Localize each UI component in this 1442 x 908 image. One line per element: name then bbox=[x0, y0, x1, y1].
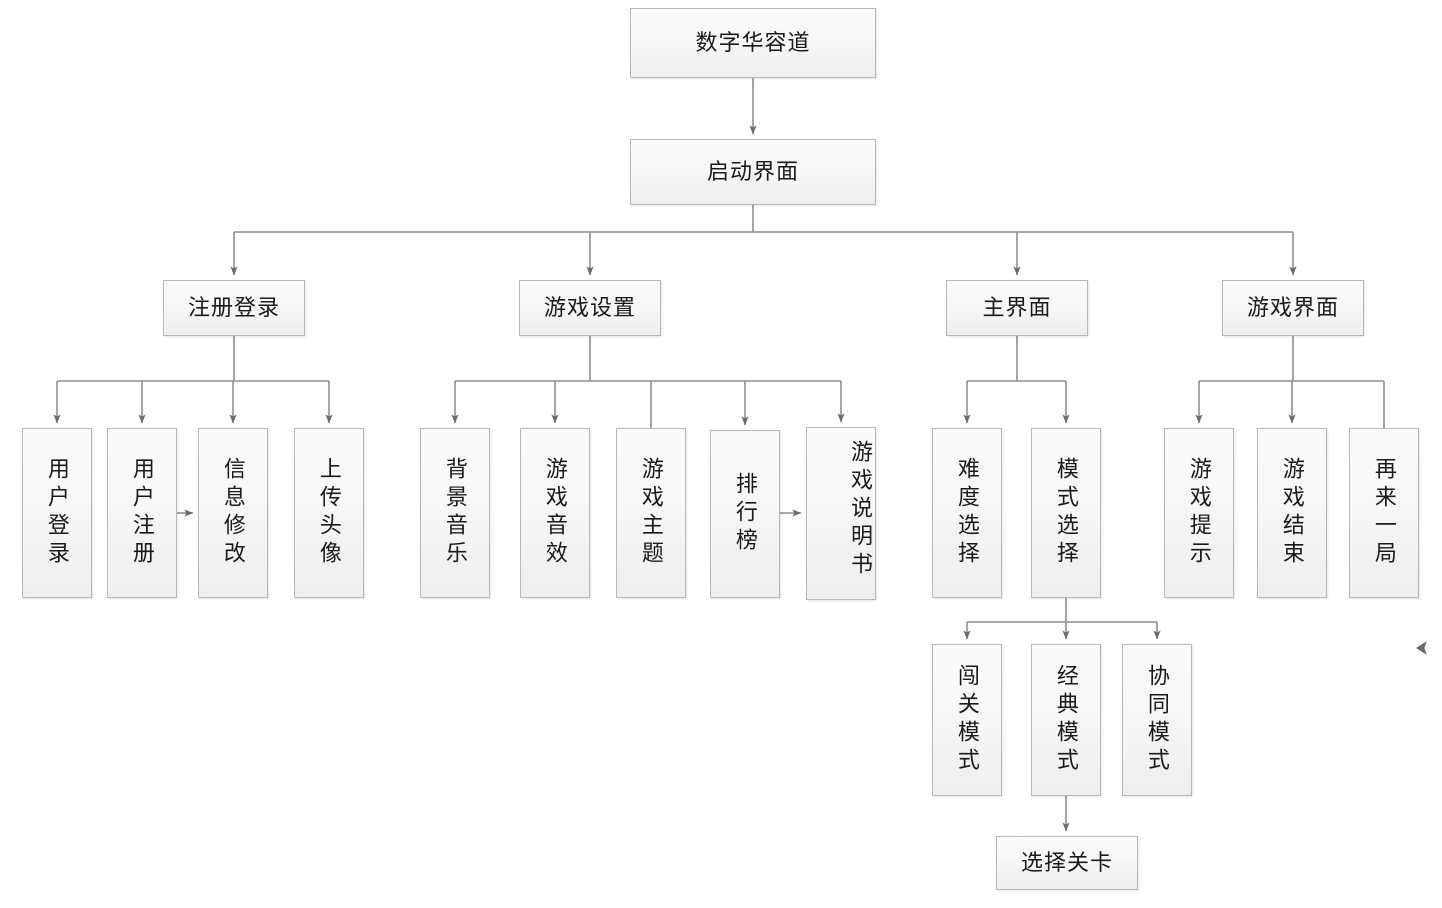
node-startup[interactable]: 启动界面 bbox=[630, 139, 876, 205]
node-game-hint-label: 游戏提示 bbox=[1186, 457, 1212, 569]
node-coop-mode-label: 协同模式 bbox=[1144, 664, 1170, 776]
node-difficulty-select-label: 难度选择 bbox=[954, 457, 980, 569]
node-game-theme[interactable]: 游戏主题 bbox=[616, 428, 686, 598]
node-edit-info-label: 信息修改 bbox=[220, 457, 246, 569]
node-coop-mode[interactable]: 协同模式 bbox=[1122, 644, 1192, 796]
node-user-login[interactable]: 用户登录 bbox=[22, 428, 92, 598]
node-main-interface[interactable]: 主界面 bbox=[946, 280, 1088, 336]
stray-left-arrow-marker bbox=[1416, 641, 1427, 655]
node-leaderboard-label: 排行榜 bbox=[732, 472, 758, 556]
node-leaderboard[interactable]: 排行榜 bbox=[710, 430, 780, 598]
node-background-music-label: 背景音乐 bbox=[442, 457, 468, 569]
node-auth[interactable]: 注册登录 bbox=[163, 280, 305, 336]
node-game-manual-label: 游戏说明书 bbox=[848, 439, 873, 580]
node-root-label: 数字华容道 bbox=[695, 30, 811, 56]
node-mode-select-label: 模式选择 bbox=[1053, 457, 1079, 569]
node-classic-mode[interactable]: 经典模式 bbox=[1031, 644, 1101, 796]
node-play-again[interactable]: 再来一局 bbox=[1349, 428, 1419, 598]
node-level-mode[interactable]: 闯关模式 bbox=[932, 644, 1002, 796]
node-difficulty-select[interactable]: 难度选择 bbox=[932, 428, 1002, 598]
node-select-stage-label: 选择关卡 bbox=[1020, 850, 1113, 876]
node-user-login-label: 用户登录 bbox=[44, 457, 70, 569]
node-settings[interactable]: 游戏设置 bbox=[519, 280, 661, 336]
node-startup-label: 启动界面 bbox=[706, 159, 799, 185]
node-game-interface[interactable]: 游戏界面 bbox=[1222, 280, 1364, 336]
node-main-interface-label: 主界面 bbox=[982, 295, 1052, 321]
node-root[interactable]: 数字华容道 bbox=[630, 8, 876, 78]
node-game-sfx-label: 游戏音效 bbox=[542, 457, 568, 569]
node-game-theme-label: 游戏主题 bbox=[638, 457, 664, 569]
node-classic-mode-label: 经典模式 bbox=[1053, 664, 1079, 776]
node-mode-select[interactable]: 模式选择 bbox=[1031, 428, 1101, 598]
node-level-mode-label: 闯关模式 bbox=[954, 664, 980, 776]
node-auth-label: 注册登录 bbox=[187, 295, 280, 321]
node-game-sfx[interactable]: 游戏音效 bbox=[520, 428, 590, 598]
node-background-music[interactable]: 背景音乐 bbox=[420, 428, 490, 598]
node-upload-avatar-label: 上传头像 bbox=[316, 457, 342, 569]
node-user-register-label: 用户注册 bbox=[129, 457, 155, 569]
node-game-manual[interactable]: 游戏说明书 bbox=[806, 427, 876, 600]
node-play-again-label: 再来一局 bbox=[1371, 457, 1397, 569]
node-user-register[interactable]: 用户注册 bbox=[107, 428, 177, 598]
node-game-hint[interactable]: 游戏提示 bbox=[1164, 428, 1234, 598]
node-game-over-label: 游戏结束 bbox=[1279, 457, 1305, 569]
node-game-interface-label: 游戏界面 bbox=[1246, 295, 1339, 321]
node-settings-label: 游戏设置 bbox=[543, 295, 636, 321]
node-select-stage[interactable]: 选择关卡 bbox=[996, 836, 1138, 890]
node-game-over[interactable]: 游戏结束 bbox=[1257, 428, 1327, 598]
node-upload-avatar[interactable]: 上传头像 bbox=[294, 428, 364, 598]
node-edit-info[interactable]: 信息修改 bbox=[198, 428, 268, 598]
